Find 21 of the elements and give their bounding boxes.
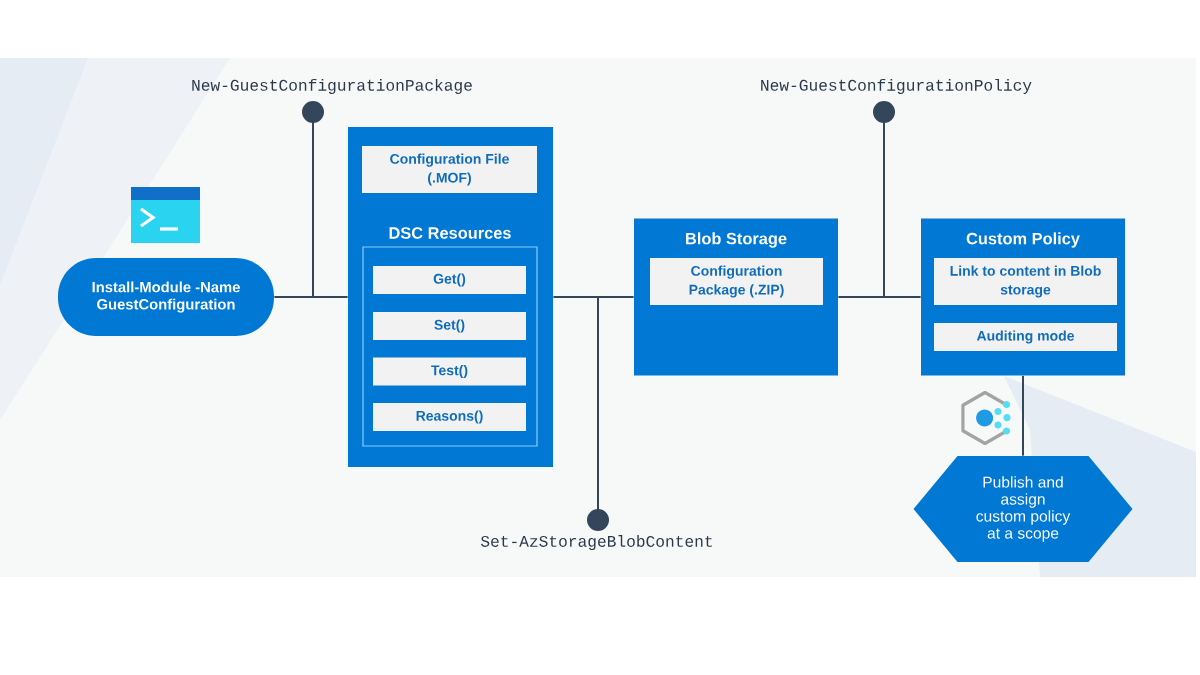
pin-line [587,296,609,531]
connector-line [273,296,349,298]
hexagon-box: Publish and assign custom policy at a scope [913,456,1133,562]
connector-line [552,296,635,298]
item-box: Configuration File (.MOF) [362,146,537,193]
pin-line [873,101,895,298]
pill-box: Install-Module -Name GuestConfiguration [58,258,274,336]
item-box: Test() [373,357,526,386]
item-box: Auditing mode [934,323,1117,351]
command-label: New-GuestConfigurationPackage [192,78,472,94]
connector-line [1022,374,1024,457]
item-box: Configuration Package (.ZIP) [650,258,823,305]
item-box: Link to content in Blob storage [934,258,1117,305]
command-label: Set-AzStorageBlobContent [480,535,712,551]
item-box: Set() [373,312,526,340]
node-label: DSC Resources [389,227,511,239]
command-label: New-GuestConfigurationPolicy [761,78,1032,94]
item-box: Reasons() [373,403,526,431]
pin-line [302,101,324,298]
connector-line [837,296,922,298]
item-box: Get() [373,266,526,294]
